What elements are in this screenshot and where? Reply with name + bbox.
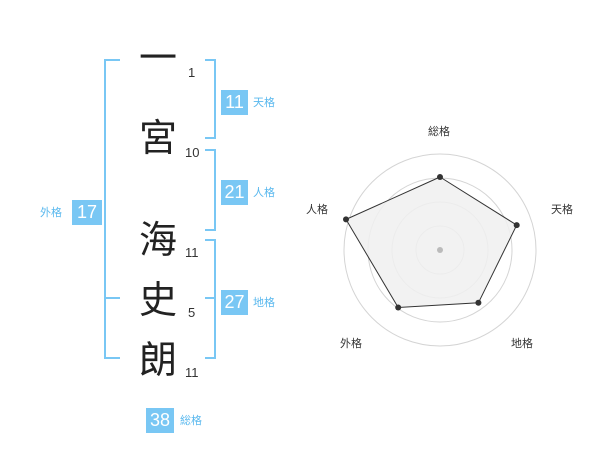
radar-label-soukaku: 総格 [428, 125, 450, 138]
radar-point-left [343, 216, 349, 223]
name-char-2: 宮 [138, 116, 177, 160]
soukaku-label: 総格 [180, 414, 202, 427]
radar-point-top [437, 174, 443, 180]
stroke-count-4: 5 [188, 305, 196, 320]
chikaku-value-badge: 27 [221, 290, 248, 315]
name-char-3: 海 [138, 218, 177, 262]
radar-chart [343, 153, 537, 347]
name-char-4: 史 [138, 278, 177, 322]
stroke-count-1: 1 [188, 65, 196, 80]
stroke-count-2: 10 [185, 145, 200, 160]
tenkaku-bracket [205, 59, 216, 139]
radar-label-tenkaku: 天格 [551, 203, 573, 216]
radar-value-polygon [345, 176, 518, 309]
radar-label-gaikaku: 外格 [340, 337, 362, 350]
tenkaku-label: 天格 [253, 96, 275, 109]
tenkaku-value-badge: 11 [221, 90, 248, 115]
gaikaku-label: 外格 [40, 206, 62, 219]
jinkaku-label: 人格 [253, 186, 275, 199]
stroke-count-5: 11 [185, 365, 199, 380]
name-char-5: 朗 [138, 338, 177, 382]
radar-point-right [513, 222, 520, 229]
radar-label-chikaku: 地格 [511, 337, 533, 350]
stroke-count-3: 11 [185, 245, 199, 260]
radar-point-bottom-left [395, 304, 402, 311]
radar-points [343, 174, 520, 311]
gaikaku-bracket [104, 59, 120, 359]
radar-point-bottom-right [475, 299, 482, 306]
radar-label-jinkaku: 人格 [306, 203, 328, 216]
radar-center-dot [437, 247, 443, 253]
gaikaku-value-badge: 17 [72, 200, 102, 225]
jinkaku-value-badge: 21 [221, 180, 248, 205]
jinkaku-bracket [205, 149, 216, 231]
name-char-1: 一 [138, 36, 177, 80]
chikaku-label: 地格 [253, 296, 275, 309]
soukaku-value-badge: 38 [146, 408, 174, 433]
radar-ring-4 [343, 153, 537, 347]
